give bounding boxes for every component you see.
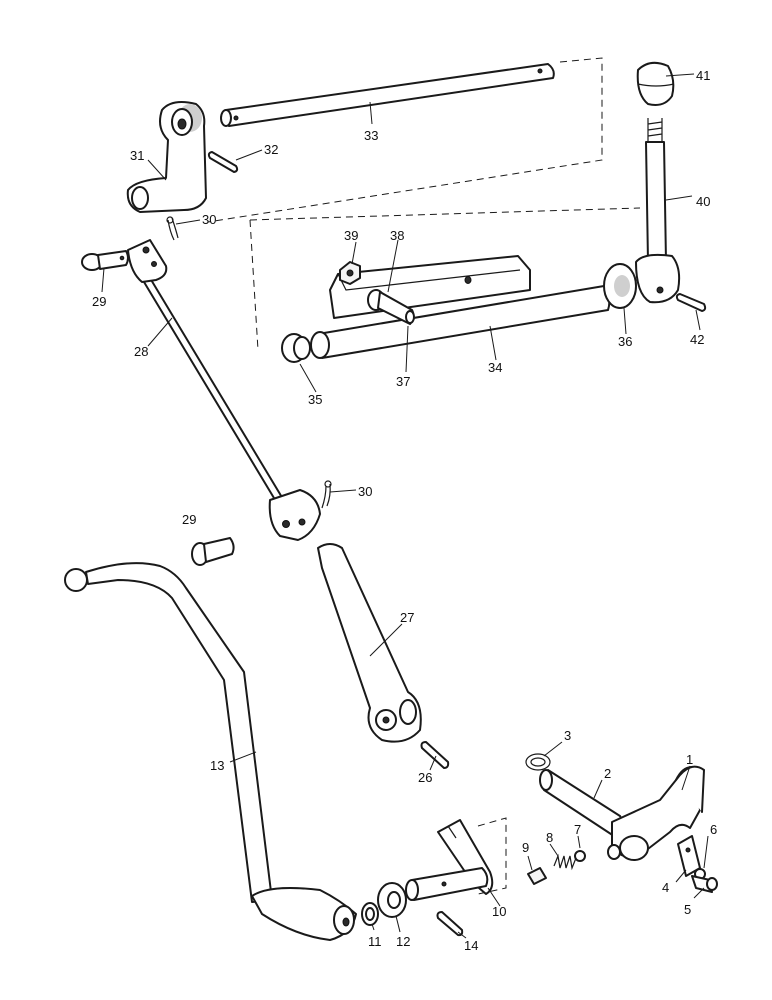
knob-41 [636, 61, 675, 106]
label-29-upper: 29 [92, 294, 106, 309]
hand-lever-13 [64, 562, 357, 941]
label-30-lower: 30 [358, 484, 372, 499]
label-33: 33 [364, 128, 378, 143]
label-32: 32 [264, 142, 278, 157]
group-outline-upper [207, 57, 603, 223]
plug-9 [527, 867, 547, 885]
selector-fork-1 [607, 765, 705, 861]
label-38: 38 [390, 228, 404, 243]
ball-7 [574, 850, 586, 862]
group-outline-lower [477, 817, 507, 895]
label-29-lower: 29 [182, 512, 196, 527]
label-9: 9 [522, 840, 529, 855]
label-27: 27 [400, 610, 414, 625]
label-4: 4 [662, 880, 669, 895]
pin-26 [420, 741, 450, 769]
leader-lines [101, 73, 709, 939]
label-6: 6 [710, 822, 717, 837]
label-26: 26 [418, 770, 432, 785]
nut-39 [339, 261, 361, 285]
label-7: 7 [574, 822, 581, 837]
link-rod-28 [127, 239, 321, 541]
ring-11 [361, 902, 379, 926]
label-10: 10 [492, 904, 506, 919]
group-outline-middle [249, 207, 641, 351]
lever-post-40 [635, 118, 681, 304]
bracket-31 [126, 101, 207, 213]
label-5: 5 [684, 902, 691, 917]
label-14: 14 [464, 938, 478, 953]
split-pin-30-upper [166, 216, 179, 241]
lever-10 [405, 819, 494, 901]
label-2: 2 [604, 766, 611, 781]
pin-32 [207, 151, 239, 173]
bolt-37 [367, 289, 415, 325]
clevis-pin-29-lower [191, 537, 235, 566]
label-28: 28 [134, 344, 148, 359]
clevis-pin-29-upper [81, 250, 129, 271]
label-8: 8 [546, 830, 553, 845]
bush-35 [281, 333, 311, 363]
label-40: 40 [696, 194, 710, 209]
label-30-upper: 30 [202, 212, 216, 227]
link-arm-27 [317, 543, 422, 743]
label-37: 37 [396, 374, 410, 389]
bolt-5 [691, 875, 718, 893]
washer-36 [603, 263, 637, 309]
label-36: 36 [618, 334, 632, 349]
label-11: 11 [368, 934, 382, 949]
label-42: 42 [690, 332, 704, 347]
label-35: 35 [308, 392, 322, 407]
label-13: 13 [210, 758, 224, 773]
label-3: 3 [564, 728, 571, 743]
washer-12 [377, 882, 407, 918]
label-31: 31 [130, 148, 144, 163]
spring-8 [553, 853, 577, 871]
label-41: 41 [696, 68, 710, 83]
pin-42 [675, 293, 707, 312]
split-pin-30-lower [321, 480, 332, 509]
rod-33 [220, 63, 555, 127]
circlip-3 [525, 753, 551, 771]
label-34: 34 [488, 360, 502, 375]
label-12: 12 [396, 934, 410, 949]
label-39: 39 [344, 228, 358, 243]
label-1: 1 [686, 752, 693, 767]
pin-14 [436, 911, 464, 937]
